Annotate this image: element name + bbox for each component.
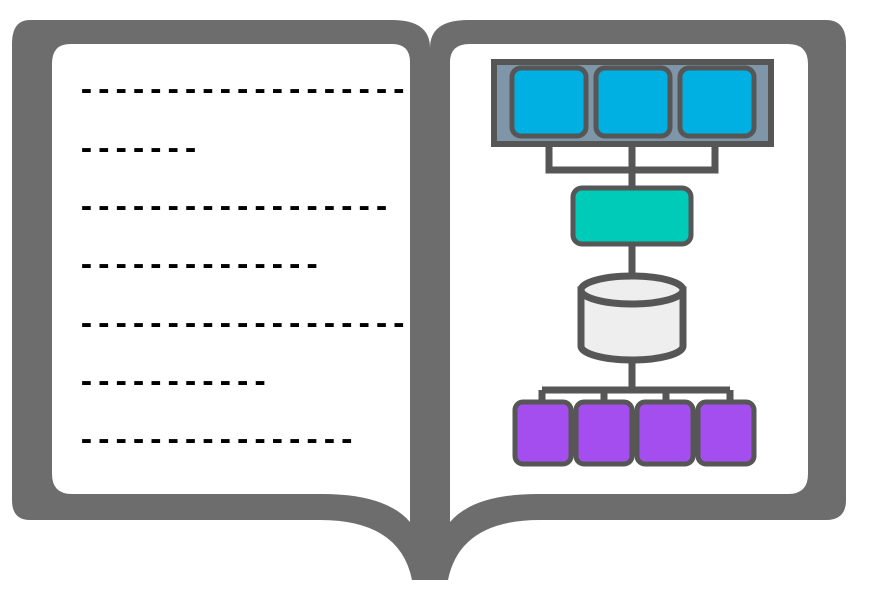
left-page	[52, 44, 410, 522]
bottom-block-2	[573, 399, 635, 467]
text-line-5: -------------------	[78, 307, 408, 340]
text-line-2: -------	[78, 132, 200, 165]
text-line-6: -----------	[78, 365, 269, 398]
text-line-4: --------------	[78, 248, 322, 281]
text-line-1: -------------------	[78, 73, 408, 106]
bottom-block-1	[512, 399, 574, 467]
architecture-diagram	[491, 59, 774, 467]
database-cylinder-icon	[577, 272, 687, 364]
bottom-block-3	[634, 399, 696, 467]
bottom-fork-connector	[538, 360, 734, 402]
bottom-block-4	[695, 399, 757, 467]
top-block-1	[509, 65, 589, 139]
text-line-3: ------------------	[78, 190, 391, 223]
text-line-7: ----------------	[78, 423, 356, 456]
top-fork-connector	[545, 144, 719, 188]
top-block-2	[593, 65, 673, 139]
top-block-3	[677, 65, 757, 139]
middle-block	[570, 185, 694, 247]
